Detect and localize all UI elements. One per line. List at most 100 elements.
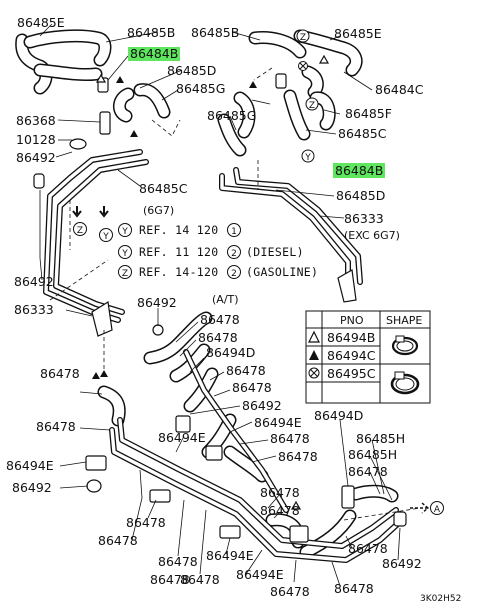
label-86478[interactable]: 86478: [198, 330, 238, 345]
label-86485H[interactable]: 86485H: [348, 447, 397, 462]
ref-row-3: Z REF. 14-120 2 (GASOLINE): [118, 265, 318, 279]
highlight-86484B-mid: [333, 163, 385, 178]
filled-triangle-icon: [92, 372, 100, 379]
label-86478[interactable]: 86478: [226, 363, 266, 378]
marker-y-1: Y: [99, 228, 113, 242]
label-86478[interactable]: 86478: [180, 572, 220, 587]
diagram-code: 3K02H52: [420, 594, 461, 604]
note-engine: (6G7): [143, 204, 174, 217]
circle-x-icon: [298, 61, 308, 71]
label-86478[interactable]: 86478: [270, 584, 310, 599]
label-86333[interactable]: 86333: [344, 211, 384, 226]
label-86484C[interactable]: 86484C: [375, 82, 424, 97]
label-86492[interactable]: 86492: [382, 556, 422, 571]
label-86485B[interactable]: 86485B: [127, 25, 175, 40]
label-86485H[interactable]: 86485H: [356, 431, 405, 446]
label-86478[interactable]: 86478: [260, 503, 300, 518]
label-10128[interactable]: 10128: [16, 132, 56, 147]
label-86494E[interactable]: 86494E: [236, 567, 284, 582]
label-86492[interactable]: 86492: [242, 398, 282, 413]
label-86478[interactable]: 86478: [270, 431, 310, 446]
svg-text:Z: Z: [300, 33, 306, 43]
marker-a: A: [430, 501, 444, 515]
label-86494D[interactable]: 86494D: [206, 345, 255, 360]
svg-text:A: A: [434, 505, 441, 515]
label-86485G[interactable]: 86485G: [176, 81, 225, 96]
marker-z-3: Z: [305, 97, 319, 111]
label-86478[interactable]: 86478: [150, 572, 190, 587]
filled-triangle-icon: [116, 76, 124, 83]
label-86484B-highlighted[interactable]: 86484B: [130, 46, 178, 61]
marker-z-2: Z: [296, 29, 310, 43]
label-86494E[interactable]: 86494E: [254, 415, 302, 430]
label-86485F[interactable]: 86485F: [345, 106, 392, 121]
svg-text:REF. 14 120: REF. 14 120: [139, 223, 218, 237]
label-86478[interactable]: 86478: [334, 581, 374, 596]
label-86492[interactable]: 86492: [14, 274, 54, 289]
table-pno[interactable]: 86494B: [327, 330, 375, 345]
down-arrow-icon: [72, 206, 82, 218]
hose-clamp-icon: [390, 371, 420, 395]
label-86478[interactable]: 86478: [232, 380, 272, 395]
label-86492[interactable]: 86492: [16, 150, 56, 165]
label-86492[interactable]: 86492: [137, 295, 177, 310]
label-86494D[interactable]: 86494D: [314, 408, 363, 423]
svg-text:REF. 11 120: REF. 11 120: [139, 245, 218, 259]
highlight-86484B-top: [128, 47, 180, 61]
label-86494E[interactable]: 86494E: [206, 548, 254, 563]
part-labels: 86485E 86485B 86484B 86485D 86485G 86368…: [6, 15, 424, 599]
hose-clamp-icon: [391, 335, 419, 356]
marker-y-2: Y: [301, 149, 315, 163]
label-86492[interactable]: 86492: [12, 480, 52, 495]
open-triangle-icon: [318, 54, 330, 64]
label-86494E[interactable]: 86494E: [158, 430, 206, 445]
label-86368[interactable]: 86368: [16, 113, 56, 128]
label-86494E[interactable]: 86494E: [6, 458, 54, 473]
label-86478[interactable]: 86478: [260, 485, 300, 500]
svg-text:Y: Y: [121, 227, 128, 237]
table-pno[interactable]: 86495C: [327, 366, 376, 381]
label-86478[interactable]: 86478: [126, 515, 166, 530]
note-exc-6g7: (EXC 6G7): [344, 229, 400, 242]
label-86478[interactable]: 86478: [348, 541, 388, 556]
label-86478[interactable]: 86478: [98, 533, 138, 548]
filled-triangle-icon: [130, 130, 138, 137]
filled-triangle-icon: [249, 81, 257, 88]
open-triangle-icon: [290, 500, 302, 510]
svg-text:Z: Z: [77, 226, 83, 236]
label-86478[interactable]: 86478: [200, 312, 240, 327]
ref-row-2: Y REF. 11 120 2 (DIESEL): [118, 245, 303, 259]
label-86333[interactable]: 86333: [14, 302, 54, 317]
table-header-shape: SHAPE: [386, 314, 422, 327]
marker-z-1: Z: [73, 222, 87, 236]
reference-notes: (6G7) Y REF. 14 120 1 Y REF. 11 120 2 (D…: [118, 204, 461, 604]
circled-markers: Z Y Z Z Y A: [73, 29, 444, 515]
label-86485C[interactable]: 86485C: [139, 181, 188, 196]
leader-lines: [39, 23, 401, 587]
svg-text:2: 2: [231, 269, 237, 279]
label-86478[interactable]: 86478: [40, 366, 80, 381]
label-86485D[interactable]: 86485D: [167, 63, 216, 78]
open-triangle-icon: [95, 73, 107, 83]
label-86484B-highlighted[interactable]: 86484B: [335, 163, 383, 178]
label-86485E[interactable]: 86485E: [334, 26, 382, 41]
svg-text:1: 1: [231, 227, 237, 237]
down-arrow-icon: [99, 206, 109, 218]
label-86478[interactable]: 86478: [348, 464, 388, 479]
svg-text:Y: Y: [102, 232, 109, 242]
label-86478[interactable]: 86478: [36, 419, 76, 434]
label-86478[interactable]: 86478: [158, 554, 198, 569]
label-86485G[interactable]: 86485G: [207, 108, 256, 123]
label-86485E[interactable]: 86485E: [17, 15, 65, 30]
symbol-markers: [72, 54, 430, 514]
label-86485D[interactable]: 86485D: [336, 188, 385, 203]
table-pno[interactable]: 86494C: [327, 348, 376, 363]
label-86485C[interactable]: 86485C: [338, 126, 387, 141]
label-86485B[interactable]: 86485B: [191, 25, 239, 40]
label-86478[interactable]: 86478: [278, 449, 318, 464]
svg-text:REF. 14-120: REF. 14-120: [139, 265, 218, 279]
filled-triangle-icon: [309, 350, 319, 360]
ref-row-1: Y REF. 14 120 1: [118, 223, 241, 237]
drawing-lines: [15, 29, 421, 563]
